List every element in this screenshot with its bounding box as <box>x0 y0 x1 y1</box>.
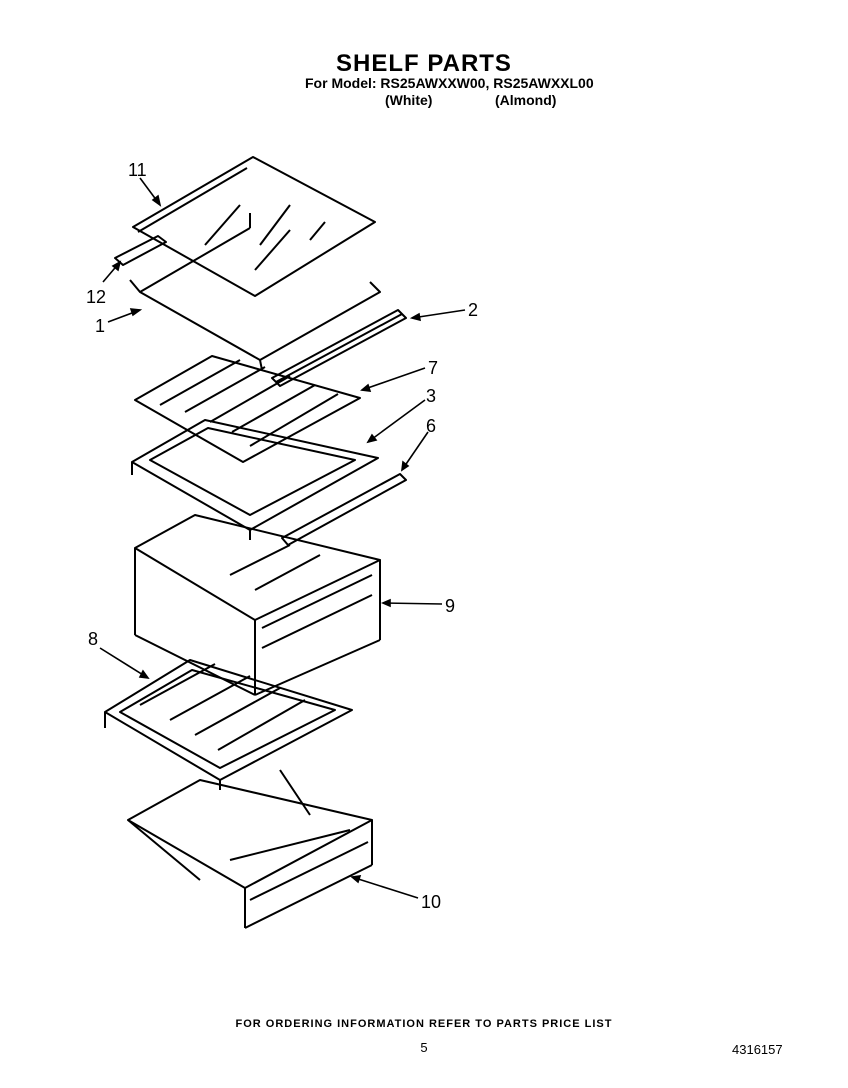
model-line: For Model: RS25AWXXW00, RS25AWXXL00 <box>305 75 594 91</box>
glass-shelf-part <box>132 156 376 297</box>
callout-2: 2 <box>468 300 478 320</box>
document-number: 4316157 <box>732 1042 783 1057</box>
callout-6: 6 <box>426 416 436 436</box>
leader-8 <box>99 647 150 680</box>
leader-11 <box>139 177 162 207</box>
callout-7: 7 <box>428 358 438 378</box>
leader-3 <box>366 399 426 444</box>
crisper-cover-frame-part <box>131 419 379 540</box>
leader-10 <box>350 875 419 899</box>
variant-white-label: (White) <box>385 92 433 108</box>
upper-crisper-pan-part <box>134 514 381 696</box>
leader-7 <box>360 367 426 392</box>
leader-12 <box>102 260 122 283</box>
leader-1 <box>107 308 143 323</box>
leader-6 <box>400 431 429 472</box>
ordering-note: FOR ORDERING INFORMATION REFER TO PARTS … <box>235 1018 613 1030</box>
leader-2 <box>409 309 466 322</box>
leader-9 <box>380 598 443 608</box>
crisper-cover-insert-part <box>134 355 361 463</box>
variant-almond-label: (Almond) <box>495 92 557 108</box>
cover-trim-part <box>281 473 407 546</box>
callout-10: 10 <box>421 892 441 912</box>
callout-8: 8 <box>88 629 98 649</box>
callout-12: 12 <box>86 287 106 307</box>
page-title: SHELF PARTS <box>336 50 512 77</box>
callout-1: 1 <box>95 316 105 336</box>
lower-crisper-cover-part <box>104 659 353 790</box>
callout-9: 9 <box>445 596 455 616</box>
callout-3: 3 <box>426 386 436 406</box>
callout-11: 11 <box>128 160 147 180</box>
front-trim-part <box>271 309 407 387</box>
page-number: 5 <box>420 1040 428 1055</box>
lower-crisper-pan-part <box>127 769 373 929</box>
